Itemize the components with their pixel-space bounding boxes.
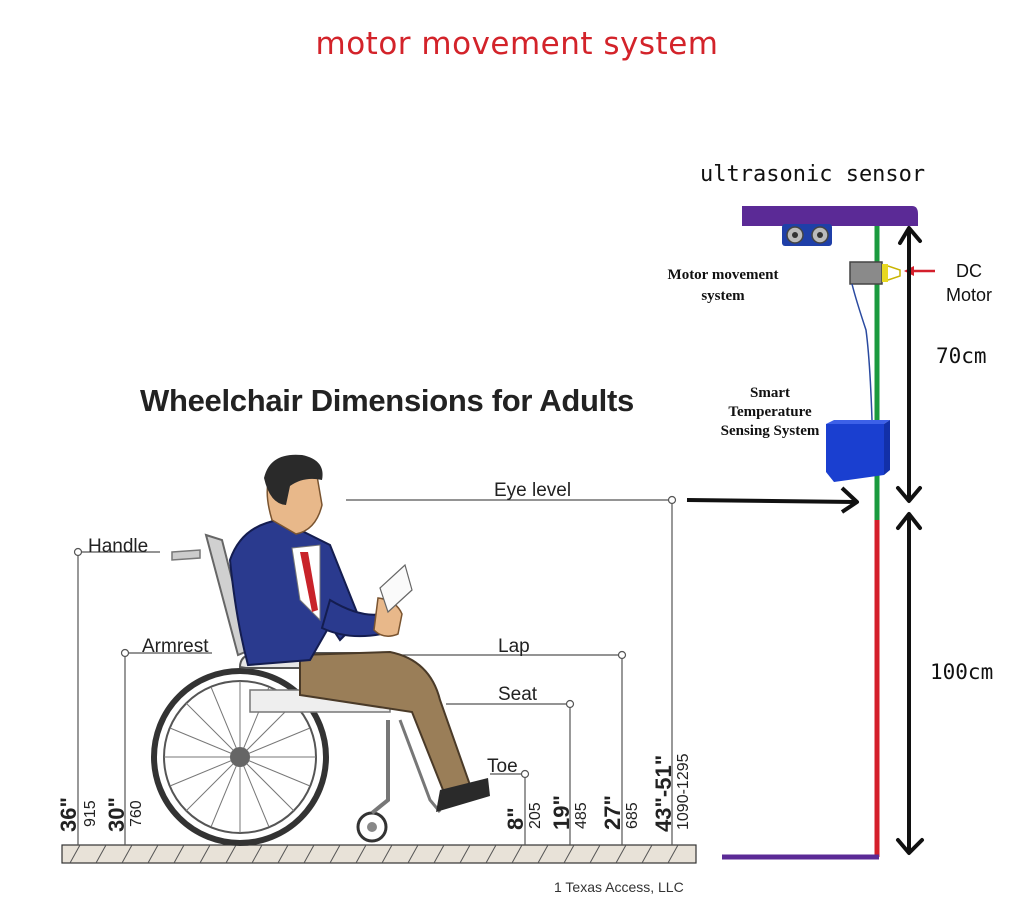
smart-temperature-label: Smart Temperature Sensing System xyxy=(710,384,830,441)
smart-temp-line-1: Smart xyxy=(750,385,790,401)
measure-19-in: 19" xyxy=(549,795,574,830)
smart-temp-line-3: Sensing System xyxy=(720,423,820,439)
seat-label: Seat xyxy=(498,684,538,705)
credit-text: 1 Texas Access, LLC xyxy=(554,879,684,895)
wheelchair-title: Wheelchair Dimensions for Adults xyxy=(140,383,634,418)
measure-205-mm: 205 xyxy=(527,802,544,829)
ultrasonic-sensor-label: ultrasonic sensor xyxy=(700,162,926,187)
measure-43-51-in: 43"-51" xyxy=(651,754,676,832)
lap-label: Lap xyxy=(498,636,530,657)
dc-motor-label: DC Motor xyxy=(940,259,998,307)
measure-36-in: 36" xyxy=(56,797,81,832)
measure-27-in: 27" xyxy=(600,795,625,830)
dc-motor-line-2: Motor xyxy=(945,285,992,305)
seated-man xyxy=(228,454,490,812)
measure-760-mm: 760 xyxy=(128,800,145,827)
ultrasonic-sensor-icon xyxy=(782,224,832,246)
dc-motor-icon xyxy=(849,261,901,421)
measurement-arrows xyxy=(896,226,924,855)
dc-motor-line-1: DC xyxy=(956,261,982,281)
floor xyxy=(61,844,697,864)
motor-movement-line-1: Motor movement xyxy=(667,267,779,283)
measure-915-mm: 915 xyxy=(82,800,99,827)
measure-30-in: 30" xyxy=(104,797,129,832)
measure-1090-1295-mm: 1090-1295 xyxy=(675,753,692,830)
distance-70cm-label: 70cm xyxy=(936,344,987,368)
measure-485-mm: 485 xyxy=(573,802,590,829)
measure-8-in: 8" xyxy=(503,807,528,830)
motor-movement-system-label: Motor movement system xyxy=(648,265,798,307)
temperature-sensing-box-icon xyxy=(826,420,890,482)
eye-level-arrow xyxy=(686,486,859,514)
dimension-lines xyxy=(73,495,677,845)
armrest-label: Armrest xyxy=(142,636,209,657)
smart-temp-line-2: Temperature xyxy=(728,404,812,420)
toe-label: Toe xyxy=(487,756,518,777)
page-title: motor movement system xyxy=(315,26,719,62)
distance-100cm-label: 100cm xyxy=(930,660,994,684)
motor-movement-line-2: system xyxy=(701,288,745,304)
eye-level-label: Eye level xyxy=(494,480,572,501)
handle-label: Handle xyxy=(88,536,149,557)
measure-685-mm: 685 xyxy=(624,802,641,829)
